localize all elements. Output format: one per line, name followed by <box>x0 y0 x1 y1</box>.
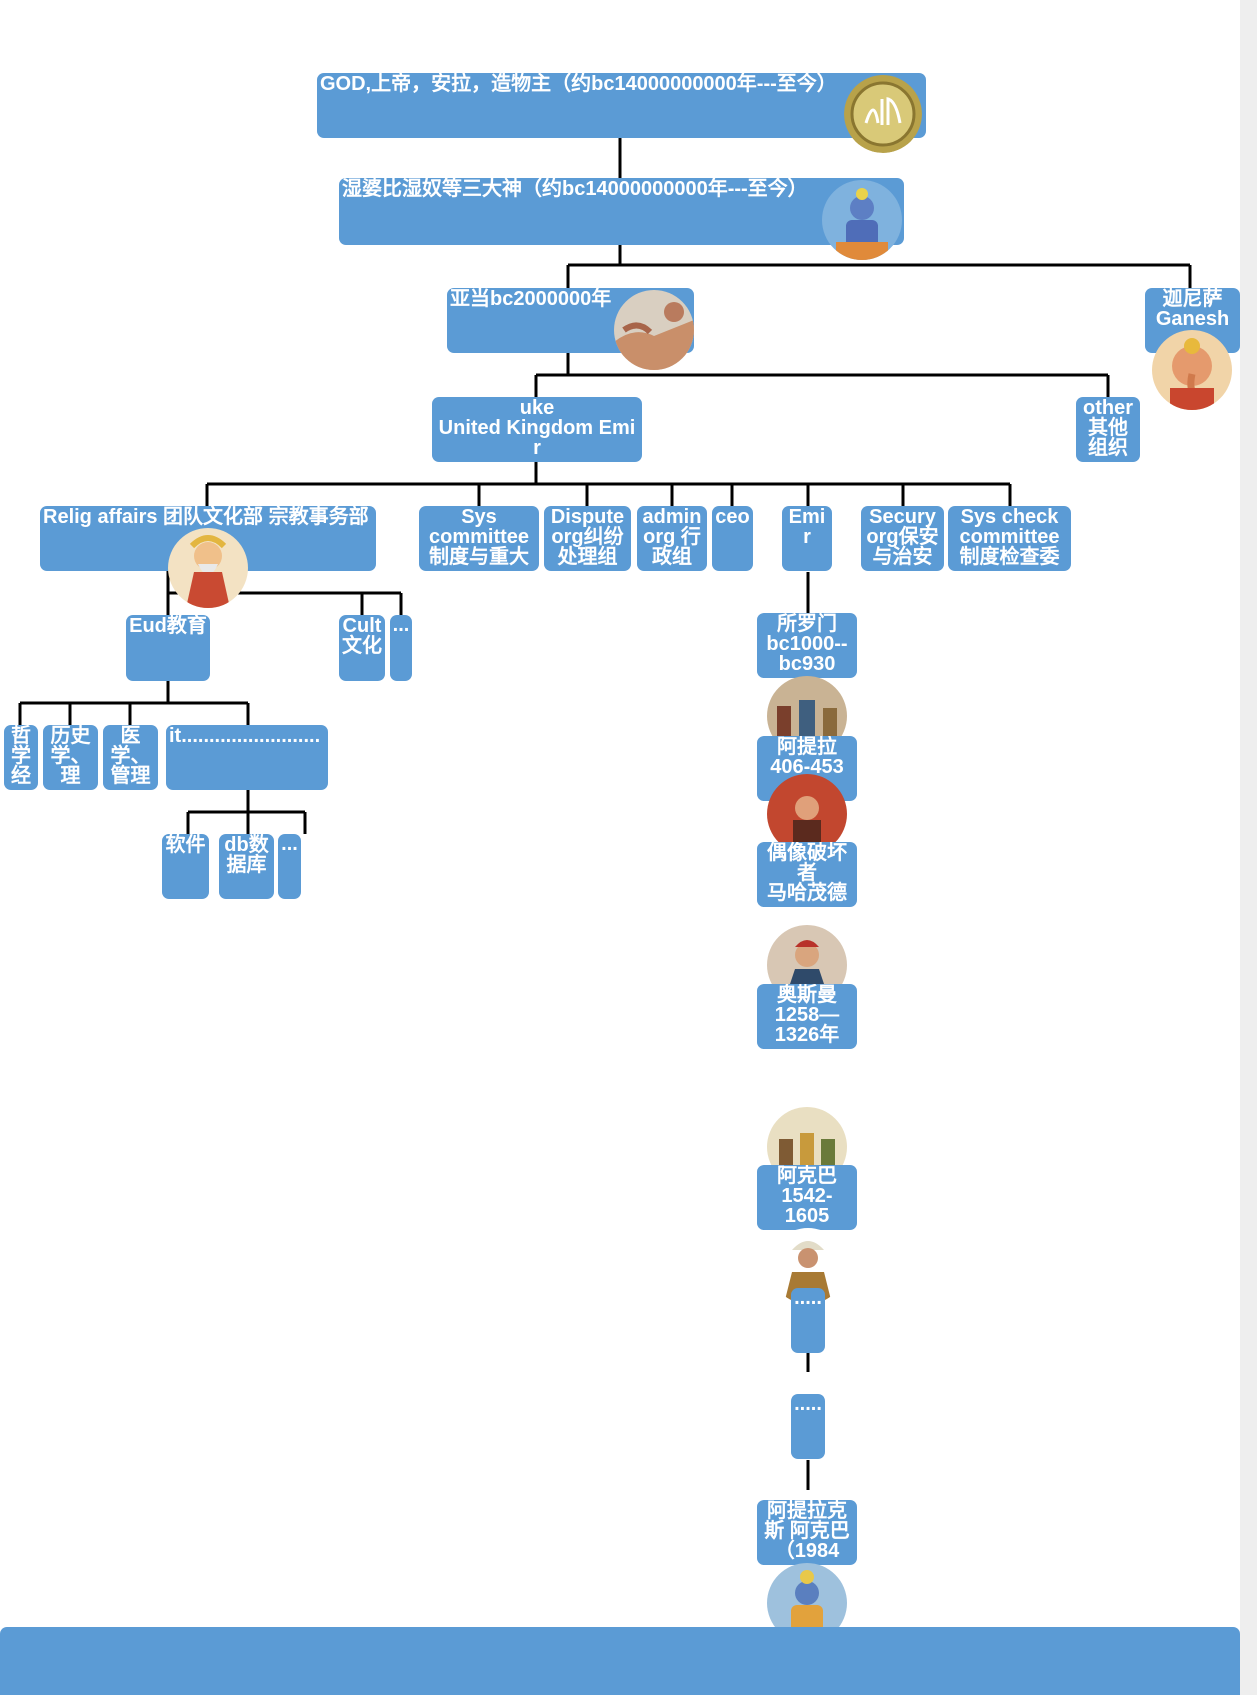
node-solomon[interactable]: 所罗门 bc1000-- bc930 <box>757 613 857 678</box>
creation-of-adam-icon <box>614 290 694 370</box>
node-dispute-org[interactable]: Dispute org纠纷 处理组 <box>544 506 631 571</box>
node-it[interactable]: it......................... <box>166 725 328 790</box>
sage-portrait-icon <box>168 528 248 608</box>
node-trimurti[interactable]: 湿婆比湿奴等三大神（约bc14000000000年---至今） <box>339 178 904 245</box>
node-mahmud[interactable]: 偶像破坏 者 马哈茂德 <box>757 842 857 907</box>
node-emir[interactable]: Emir <box>782 506 832 571</box>
node-software[interactable]: 软件 <box>162 834 209 899</box>
node-ceo[interactable]: ceo <box>712 506 753 571</box>
node-culture-more[interactable]: ... <box>390 615 412 681</box>
node-atilakes[interactable]: 阿提拉克 斯 阿克巴 （1984 <box>757 1500 857 1565</box>
footer-bar <box>0 1627 1240 1695</box>
ganesha-portrait-icon <box>1152 330 1232 410</box>
node-medicine[interactable]: 医 学、 管理 <box>103 725 158 790</box>
node-it-more[interactable]: ... <box>278 834 301 899</box>
node-database[interactable]: db数 据库 <box>219 834 274 899</box>
allah-calligraphy-icon <box>844 75 922 153</box>
node-god[interactable]: GOD,上帝，安拉，造物主（约bc14000000000年---至今） <box>317 73 926 138</box>
node-admin-org[interactable]: admin org 行 政组 <box>637 506 707 571</box>
node-education[interactable]: Eud教育 <box>126 615 210 681</box>
right-gutter <box>1240 0 1257 1695</box>
node-attila[interactable]: 阿提拉 406-453 <box>757 736 857 801</box>
node-sys-committee[interactable]: Sys committee 制度与重大 <box>419 506 539 571</box>
node-uke[interactable]: uke United Kingdom Emir <box>432 397 642 462</box>
node-other[interactable]: other 其他 组织 <box>1076 397 1140 462</box>
shiva-portrait-icon <box>822 180 902 260</box>
node-philosophy[interactable]: 哲 学 经 <box>4 725 38 790</box>
node-culture[interactable]: Cult 文化 <box>339 615 385 681</box>
node-akbar[interactable]: 阿克巴 1542- 1605 <box>757 1165 857 1230</box>
node-secury-org[interactable]: Secury org保安 与治安 <box>861 506 944 571</box>
node-ellipsis-1[interactable]: ..... <box>791 1288 825 1353</box>
node-osman[interactable]: 奥斯曼 1258— 1326年 <box>757 984 857 1049</box>
attila-poster-icon <box>767 774 847 854</box>
node-history[interactable]: 历史 学、 理 <box>43 725 98 790</box>
node-sys-check[interactable]: Sys check committee 制度检查委 <box>948 506 1071 571</box>
node-ellipsis-2[interactable]: ..... <box>791 1394 825 1459</box>
